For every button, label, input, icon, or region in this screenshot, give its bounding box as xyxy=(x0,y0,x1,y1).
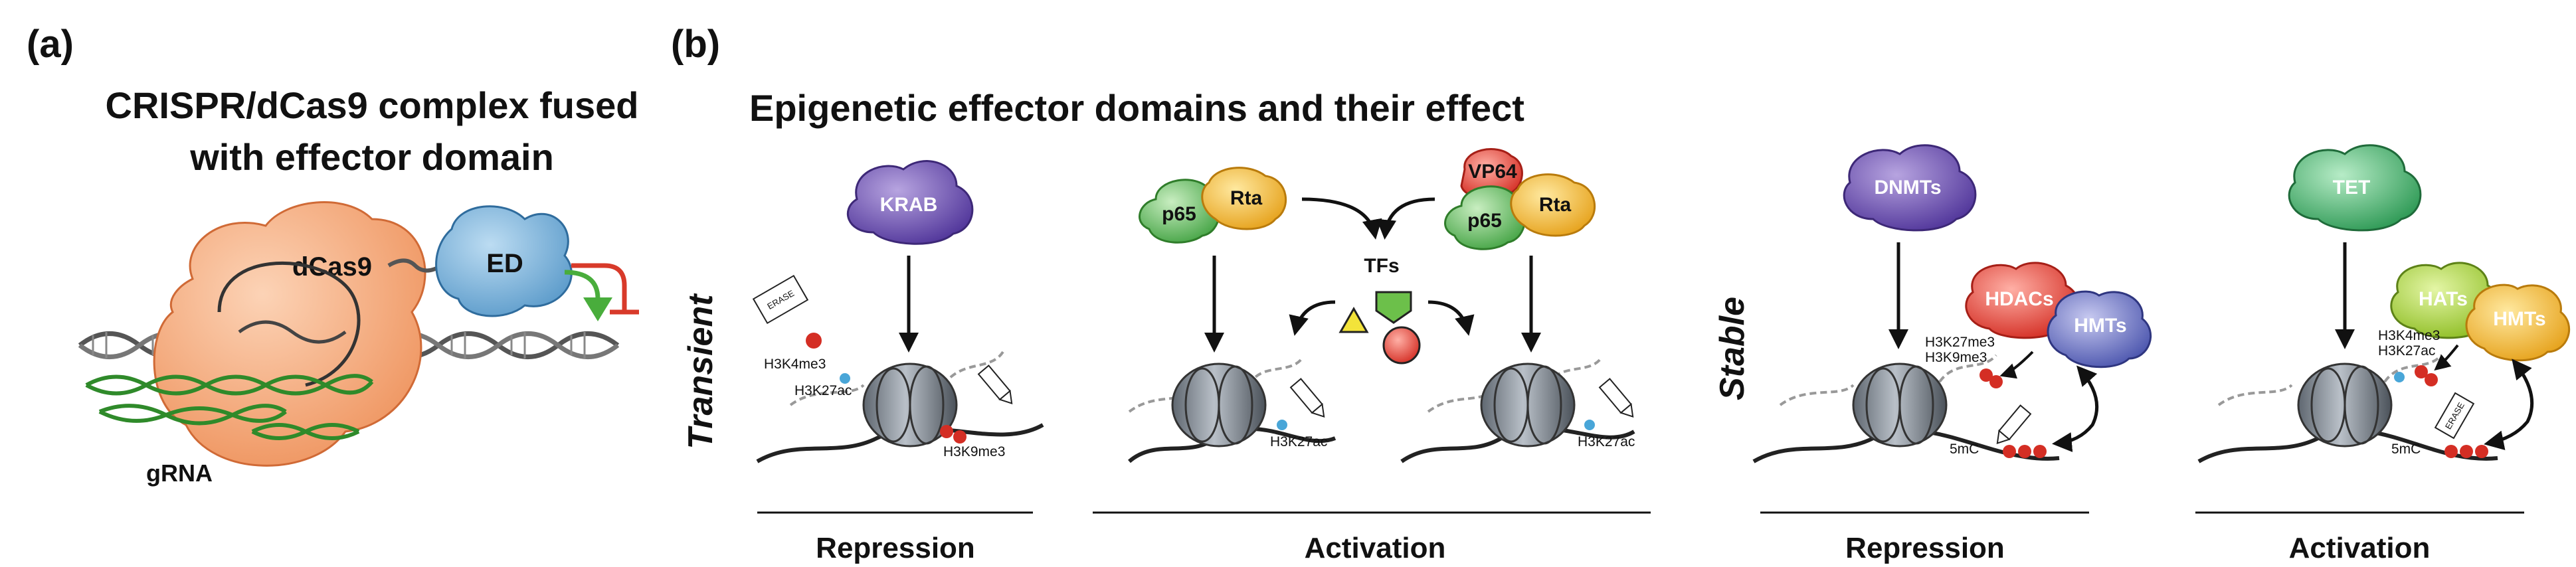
nucleosome-2 xyxy=(1128,357,1336,463)
feedback-arrow-act xyxy=(2484,359,2534,450)
pencil-icon-2 xyxy=(1289,378,1325,418)
vp64-label: VP64 xyxy=(1468,161,1517,183)
transient-label: Transient xyxy=(682,293,720,449)
hats-label: HATs xyxy=(2419,288,2468,310)
nucleosome-4 xyxy=(1752,354,2060,463)
hmts-label-1: HMTs xyxy=(2074,315,2126,337)
hdacs-label: HDACs xyxy=(1985,288,2053,310)
tf-pentagon xyxy=(1375,291,1412,324)
hats-arrow xyxy=(2434,344,2459,371)
vp64-p65-rta-complex: VP64 p65 Rta xyxy=(1444,148,1596,250)
h3k9me3-marks xyxy=(940,425,966,444)
pencil-icon-3 xyxy=(1598,378,1634,418)
effector-domain: ED xyxy=(435,205,573,317)
pencil-icon-4 xyxy=(1996,404,2032,445)
hmts-complex-stable-rep: HMTs xyxy=(2047,290,2152,368)
converge-arrow-right xyxy=(1376,197,1435,240)
tf-arrow-left xyxy=(1289,300,1336,336)
5mc-marks-act xyxy=(2444,445,2488,458)
ed-label: ED xyxy=(486,249,523,278)
repressive-marks-cluster xyxy=(1979,368,2003,388)
tet-label: TET xyxy=(2333,177,2371,199)
dcas9-loop xyxy=(217,261,361,387)
5mc-label-act: 5mC xyxy=(2391,442,2421,457)
repression-symbol xyxy=(571,263,627,312)
stable-label: Stable xyxy=(1713,297,1752,400)
h3k27ac-label-1: H3K27ac xyxy=(794,383,852,398)
rta-label-left: Rta xyxy=(1230,187,1263,209)
tf-arrow-right xyxy=(1427,300,1475,336)
5mc-label-rep: 5mC xyxy=(1950,442,1979,457)
tfs-label: TFs xyxy=(1364,255,1399,277)
dnmts-complex: DNMTs xyxy=(1843,144,1977,232)
h3k4me3-label: H3K4me3 xyxy=(764,357,826,372)
panel-b-label: (b) xyxy=(671,23,720,66)
hdacs-arrow xyxy=(1999,351,2034,379)
p65-label-left: p65 xyxy=(1162,203,1196,225)
hmts-label-2: HMTs xyxy=(2493,308,2545,330)
h3k27ac-label-2: H3K27ac xyxy=(1270,434,1327,449)
p65-rta-complex-left: p65 Rta xyxy=(1139,167,1287,244)
nucleosome-3 xyxy=(1400,357,1635,463)
h3k27ac-mark xyxy=(840,373,850,384)
grna-strands xyxy=(85,374,374,440)
activation-curve xyxy=(564,270,600,299)
tf-circle xyxy=(1382,326,1421,364)
krab-label: KRAB xyxy=(880,194,938,216)
grna-label: gRNA xyxy=(146,459,213,487)
feedback-arrow-rep xyxy=(2052,365,2099,452)
tf-triangle xyxy=(1338,306,1369,333)
nucleosome-1 xyxy=(756,351,1044,463)
section-stable-repression: Repression xyxy=(1845,532,2005,564)
p65-label-right: p65 xyxy=(1467,210,1502,232)
h3k27ac-mark-stable xyxy=(2394,372,2405,382)
h3k27ac-mark-2 xyxy=(1277,420,1287,430)
tet-complex: TET xyxy=(2288,144,2422,232)
panel-a-label: (a) xyxy=(27,23,74,66)
dnmts-label: DNMTs xyxy=(1874,177,1941,199)
active-marks-cluster xyxy=(2415,365,2438,386)
converge-arrow-left xyxy=(1301,197,1382,240)
dcas9-protein: dCas9 xyxy=(153,201,426,467)
nucleosome-5 xyxy=(2197,354,2498,463)
activation-arrow-head xyxy=(583,297,612,321)
dcas9-inner-helix xyxy=(238,320,347,344)
h3k9me3-label-stable: H3K9me3 xyxy=(1925,350,1987,365)
linker xyxy=(387,258,443,273)
h3k27ac-label-3: H3K27ac xyxy=(1578,434,1635,449)
panel-a-title-line1: CRISPR/dCas9 complex fused xyxy=(106,84,639,126)
section-transient-activation: Activation xyxy=(1305,532,1446,564)
section-transient-repression: Repression xyxy=(816,532,975,564)
5mc-marks-rep xyxy=(2003,445,2047,458)
h3k4me3-mark xyxy=(806,333,822,349)
panel-a-title-line2: with effector domain xyxy=(189,136,554,178)
panel-b-title: Epigenetic effector domains and their ef… xyxy=(749,87,1524,129)
h3k4me3-label-stable: H3K4me3 xyxy=(2378,328,2440,343)
h3k27ac-label-stable: H3K27ac xyxy=(2378,343,2435,359)
erase-tag: ERASE xyxy=(752,274,809,325)
erase-tag-2: ERASE xyxy=(2434,392,2475,440)
h3k27ac-mark-3 xyxy=(1584,420,1595,430)
rta-label-right: Rta xyxy=(1539,194,1572,216)
pencil-icon xyxy=(977,364,1013,405)
section-stable-activation: Activation xyxy=(2289,532,2431,564)
h3k9me3-label: H3K9me3 xyxy=(943,444,1005,459)
h3k27me3-label: H3K27me3 xyxy=(1925,335,1995,350)
krab-complex: KRAB xyxy=(846,160,974,245)
hmts-complex-stable-act: HMTs xyxy=(2465,284,2571,362)
